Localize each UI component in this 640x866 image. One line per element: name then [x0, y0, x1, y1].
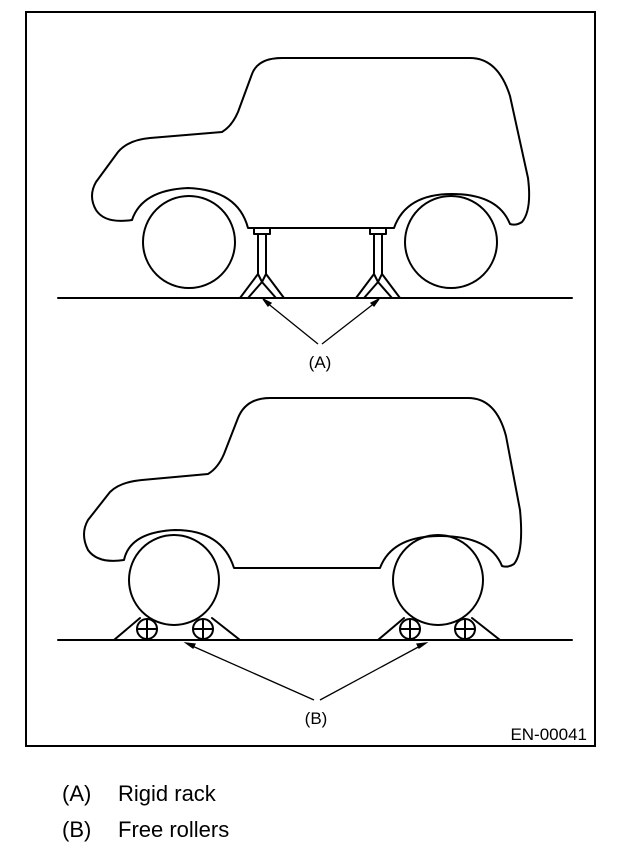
car-body-bottom — [83, 397, 523, 569]
rigid-rack-right — [355, 227, 401, 299]
rigid-rack-left — [239, 227, 285, 299]
legend-item-rigid-rack: (A) Rigid rack — [62, 776, 229, 812]
roller-set-rear — [377, 617, 501, 641]
legend-label: Rigid rack — [118, 781, 216, 806]
legend-key: (B) — [62, 817, 92, 842]
callout-a-leaders — [262, 298, 380, 345]
legend-label: Free rollers — [118, 817, 230, 842]
vehicle-support-diagram: (A) (B) EN-00041 — [25, 11, 596, 747]
callout-b-leaders — [183, 642, 429, 701]
rear-wheel-top — [404, 195, 498, 289]
car-body-top — [91, 57, 531, 229]
legend: (A) Rigid rack (B) Free rollers — [62, 776, 229, 848]
figure-code: EN-00041 — [510, 725, 587, 744]
car-on-free-rollers — [57, 397, 573, 641]
front-wheel-bottom — [128, 534, 220, 626]
rear-wheel-bottom — [392, 534, 484, 626]
car-on-rigid-racks — [57, 57, 573, 299]
callout-b-label: (B) — [305, 709, 328, 728]
legend-item-free-rollers: (B) Free rollers — [62, 812, 229, 848]
figure-frame — [25, 11, 596, 747]
front-wheel-top — [142, 195, 236, 289]
roller-set-front — [113, 617, 241, 641]
callout-a-label: (A) — [309, 353, 332, 372]
legend-key: (A) — [62, 781, 92, 806]
